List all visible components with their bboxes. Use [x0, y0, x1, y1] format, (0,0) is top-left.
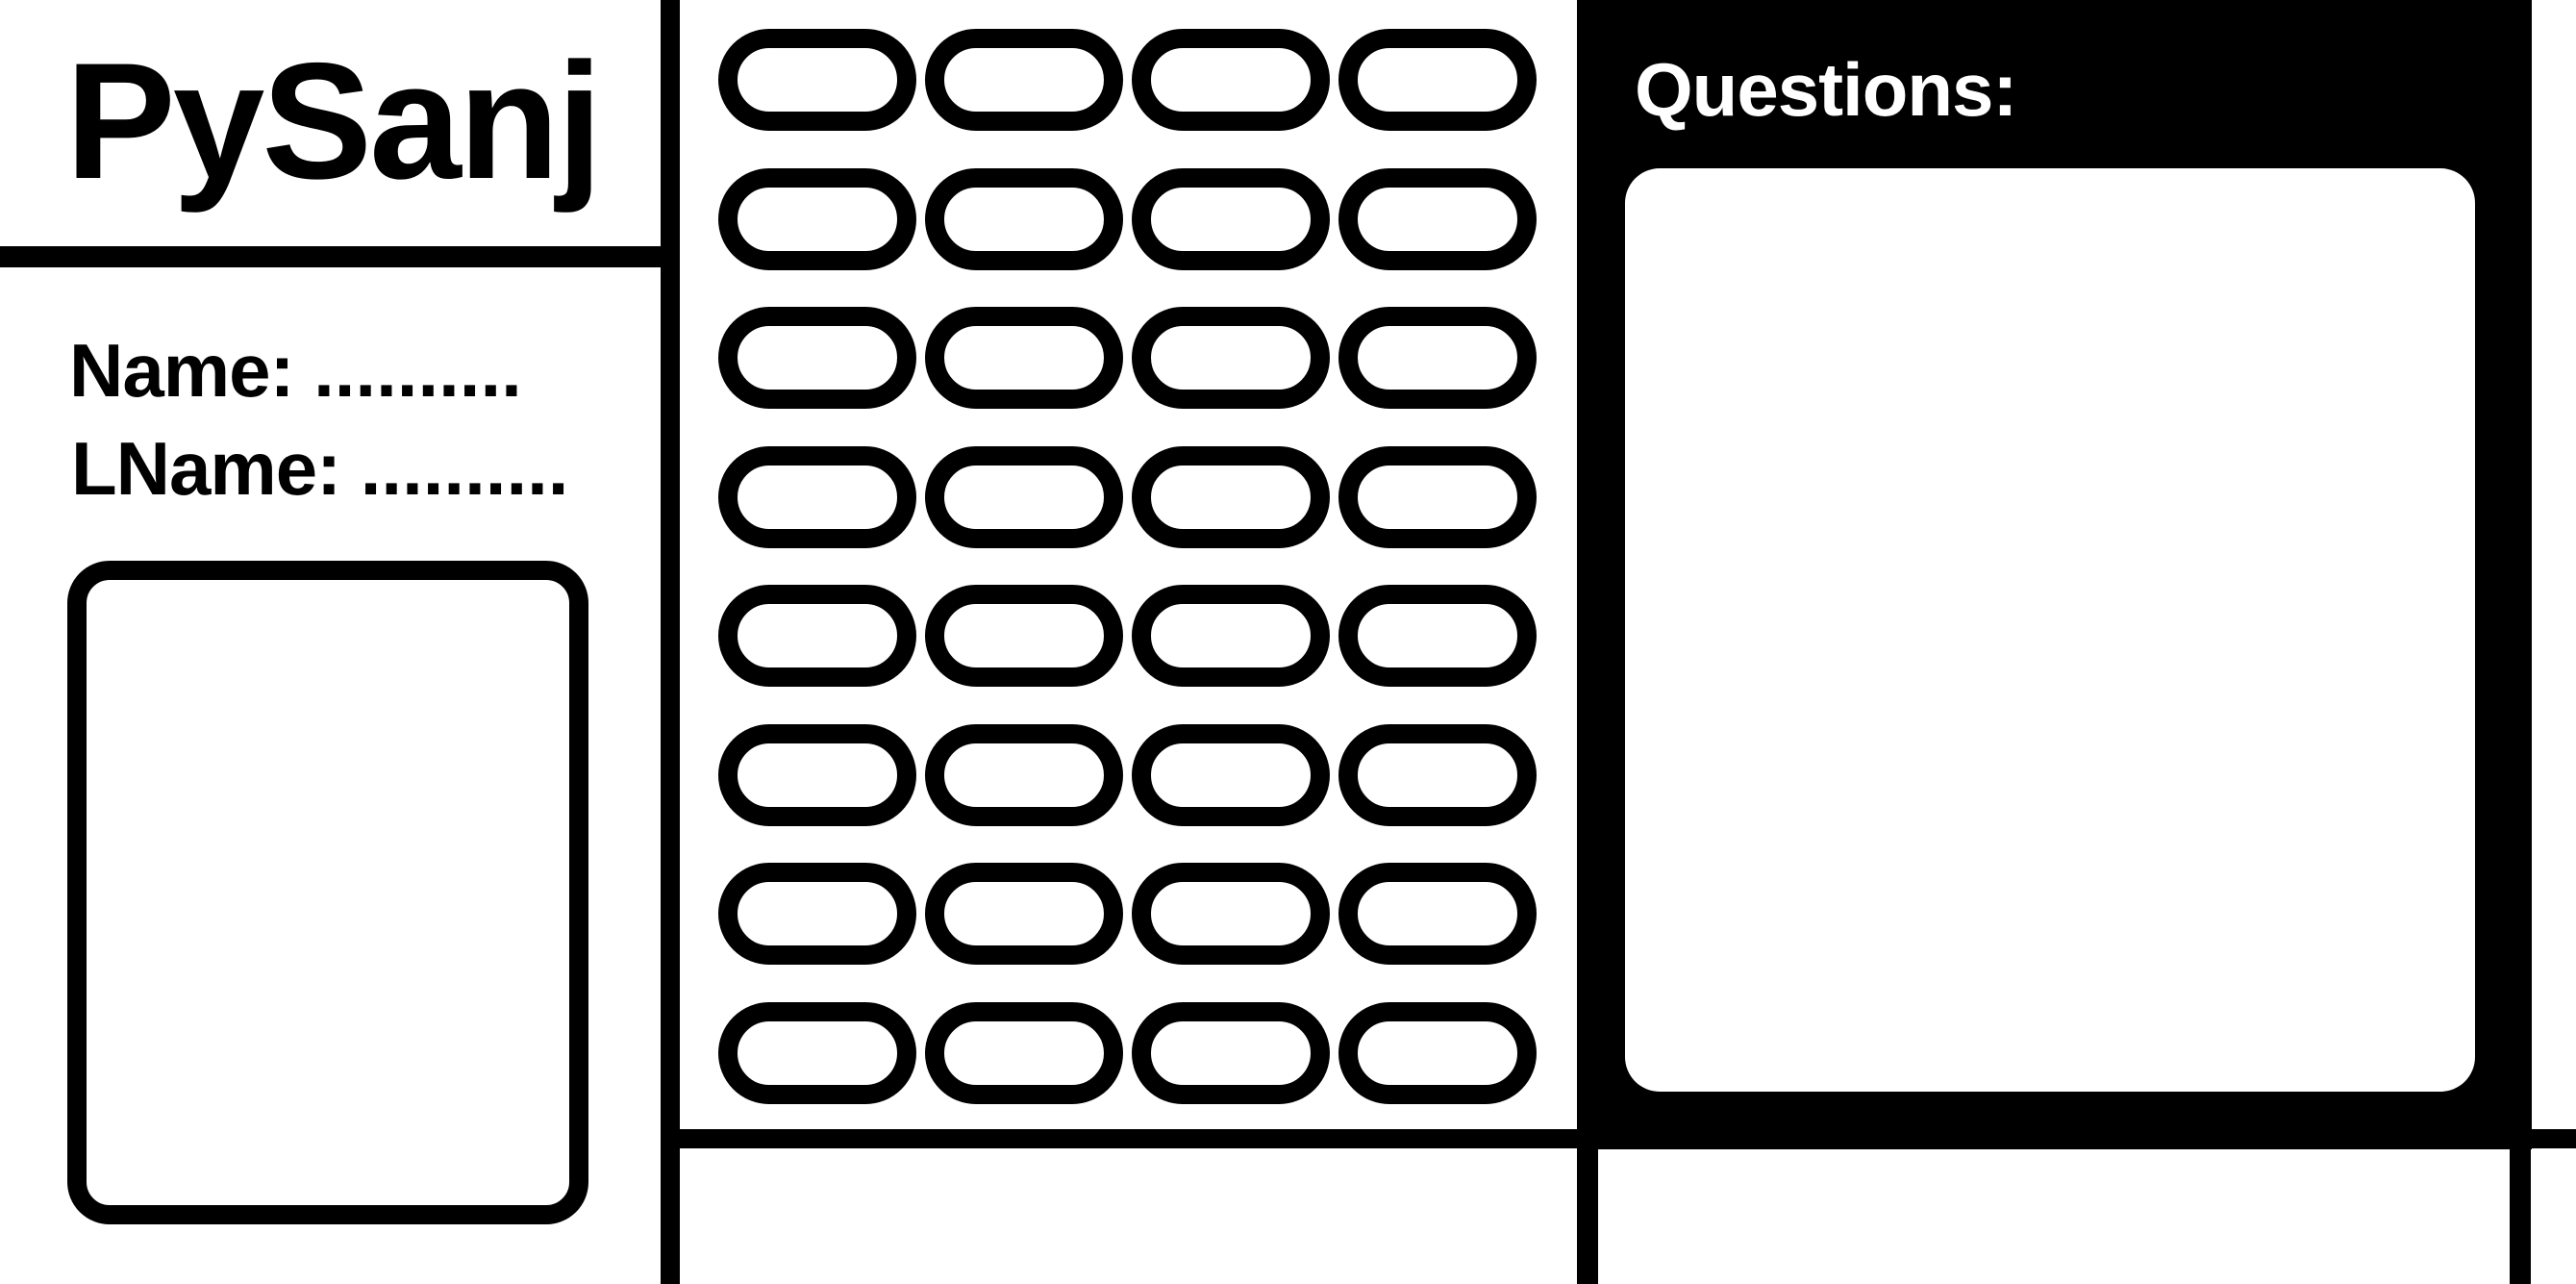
lname-label: LName: [71, 426, 341, 511]
questions-panel: Questions: [1577, 0, 2532, 1149]
app-title: PySanj [65, 29, 603, 214]
answer-bubble-r8-c1[interactable] [718, 1002, 916, 1104]
answer-bubble-r3-c4[interactable] [1338, 307, 1537, 409]
answer-bubble-r2-c3[interactable] [1132, 168, 1330, 270]
header-divider [0, 246, 661, 267]
answer-bubble-r6-c4[interactable] [1338, 724, 1537, 826]
answer-bubble-r4-c3[interactable] [1132, 446, 1330, 548]
questions-left-divider [1577, 1129, 1598, 1284]
answer-bubble-r6-c3[interactable] [1132, 724, 1330, 826]
lname-input[interactable]: .......... [360, 426, 569, 511]
answer-grid [718, 29, 1545, 1106]
answer-bubble-r2-c4[interactable] [1338, 168, 1537, 270]
answer-bubble-r7-c4[interactable] [1338, 863, 1537, 965]
answer-bubble-r5-c1[interactable] [718, 585, 916, 687]
answer-bubble-r6-c1[interactable] [718, 724, 916, 826]
answer-bubble-r4-c2[interactable] [925, 446, 1123, 548]
name-field[interactable]: Name: .......... [69, 333, 522, 408]
left-column-divider [661, 0, 680, 1284]
answer-bubble-r4-c1[interactable] [718, 446, 916, 548]
answer-bubble-r2-c1[interactable] [718, 168, 916, 270]
answer-bubble-r3-c2[interactable] [925, 307, 1123, 409]
name-input[interactable]: .......... [313, 328, 522, 413]
answer-bubble-r3-c3[interactable] [1132, 307, 1330, 409]
answer-bubble-r7-c1[interactable] [718, 863, 916, 965]
questions-box[interactable] [1625, 168, 2475, 1092]
answer-bubble-r5-c2[interactable] [925, 585, 1123, 687]
answer-bubble-r1-c4[interactable] [1338, 29, 1537, 131]
questions-right-divider [2510, 1129, 2531, 1284]
answer-bubble-r1-c2[interactable] [925, 29, 1123, 131]
answer-bubble-r8-c3[interactable] [1132, 1002, 1330, 1104]
name-label: Name: [69, 328, 294, 413]
answer-bubble-r7-c2[interactable] [925, 863, 1123, 965]
answer-bubble-r5-c3[interactable] [1132, 585, 1330, 687]
answer-bubble-r1-c1[interactable] [718, 29, 916, 131]
questions-title: Questions: [1635, 47, 2017, 132]
answer-bubble-r3-c1[interactable] [718, 307, 916, 409]
answer-bubble-r8-c4[interactable] [1338, 1002, 1537, 1104]
lname-field[interactable]: LName: .......... [71, 431, 568, 506]
answer-bubble-r7-c3[interactable] [1132, 863, 1330, 965]
answer-bubble-r2-c2[interactable] [925, 168, 1123, 270]
photo-box[interactable] [67, 561, 588, 1224]
answer-bubble-r8-c2[interactable] [925, 1002, 1123, 1104]
answer-bubble-r1-c3[interactable] [1132, 29, 1330, 131]
answer-bubble-r5-c4[interactable] [1338, 585, 1537, 687]
answer-bubble-r4-c4[interactable] [1338, 446, 1537, 548]
answer-bubble-r6-c2[interactable] [925, 724, 1123, 826]
